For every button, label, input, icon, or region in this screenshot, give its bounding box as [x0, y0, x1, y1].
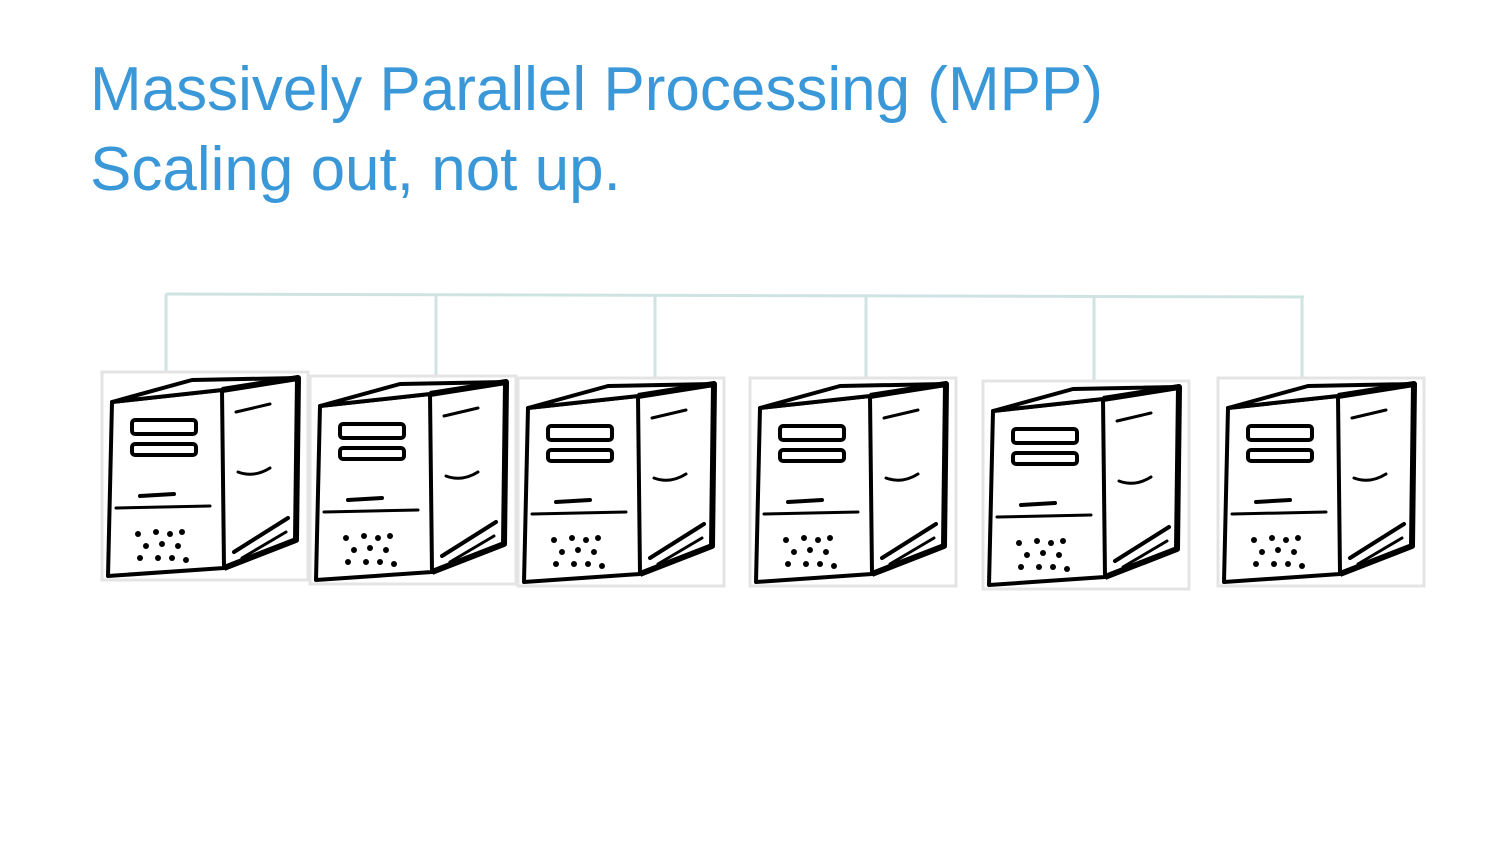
server-tower-icon — [983, 381, 1189, 589]
server-tower-icon — [518, 378, 724, 586]
server-tower-icon — [102, 372, 308, 580]
server-tower-icon — [750, 378, 956, 586]
server-3 — [518, 378, 724, 586]
title-line-1: Massively Parallel Processing (MPP) — [90, 55, 1103, 124]
server-2 — [310, 376, 516, 584]
server-4 — [750, 378, 956, 586]
slide-title: Massively Parallel Processing (MPP) Scal… — [90, 50, 1103, 210]
server-6 — [1218, 378, 1424, 586]
server-1 — [102, 372, 308, 580]
server-tower-icon — [1218, 378, 1424, 586]
server-5 — [983, 381, 1189, 589]
server-tower-icon — [310, 376, 516, 584]
title-line-2: Scaling out, not up. — [90, 135, 621, 204]
network-bus — [164, 292, 1305, 382]
